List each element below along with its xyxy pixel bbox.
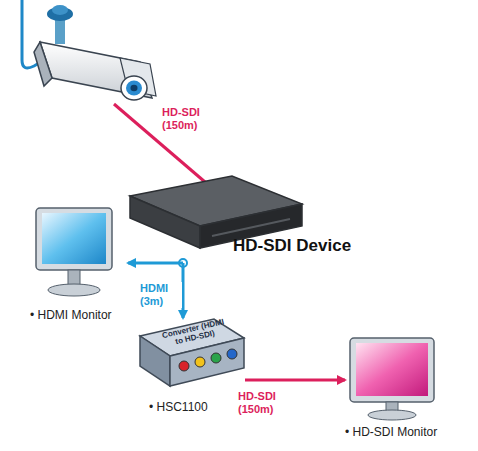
monitor-box: • HDMI Monitor — [30, 205, 128, 325]
cable-label: HD-SDI (150m) — [236, 390, 292, 416]
node-text: • HD-SDI Monitor — [345, 425, 463, 439]
hdmi-monitor-illustration — [36, 208, 112, 296]
cable-label: HDMI (3m) — [138, 282, 182, 308]
node-text: HD-SDI Device — [233, 236, 373, 256]
cable-connector — [128, 262, 183, 265]
node-text: • HDMI Monitor — [30, 308, 126, 322]
monitor-box: • HD-SDI Monitor — [345, 335, 465, 445]
camera-illustration — [22, 0, 156, 100]
converter-box: Converter (HDMI to HD-SDI) • HSC1100 — [135, 318, 245, 415]
device-box: HD-SDI Device — [125, 165, 375, 263]
node-text: Converter (HDMI to HD-SDI) — [160, 317, 228, 349]
node-text: • HSC1100 — [149, 400, 239, 414]
cable-label: HD-SDI (150m) — [160, 106, 216, 132]
hd-sdi-monitor-illustration — [350, 338, 434, 420]
cable-connector — [245, 379, 345, 382]
